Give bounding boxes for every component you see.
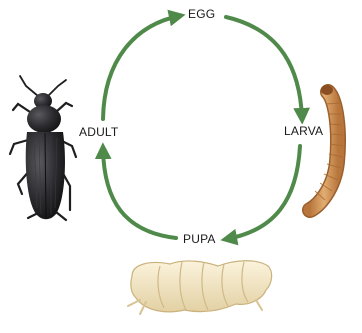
arrow-pupa-to-adult [103, 149, 176, 238]
arrow-adult-to-egg [103, 16, 179, 119]
stage-label-larva: LARVA [282, 124, 325, 138]
adult-beetle-image [10, 76, 76, 220]
arrow-egg-to-larva [226, 17, 302, 118]
larva-image [310, 85, 343, 210]
stage-label-adult: ADULT [77, 125, 120, 139]
stage-label-egg: EGG [186, 7, 217, 21]
stage-label-pupa: PUPA [181, 232, 218, 246]
arrow-larva-to-pupa [227, 146, 300, 239]
pupa-image [128, 261, 272, 314]
